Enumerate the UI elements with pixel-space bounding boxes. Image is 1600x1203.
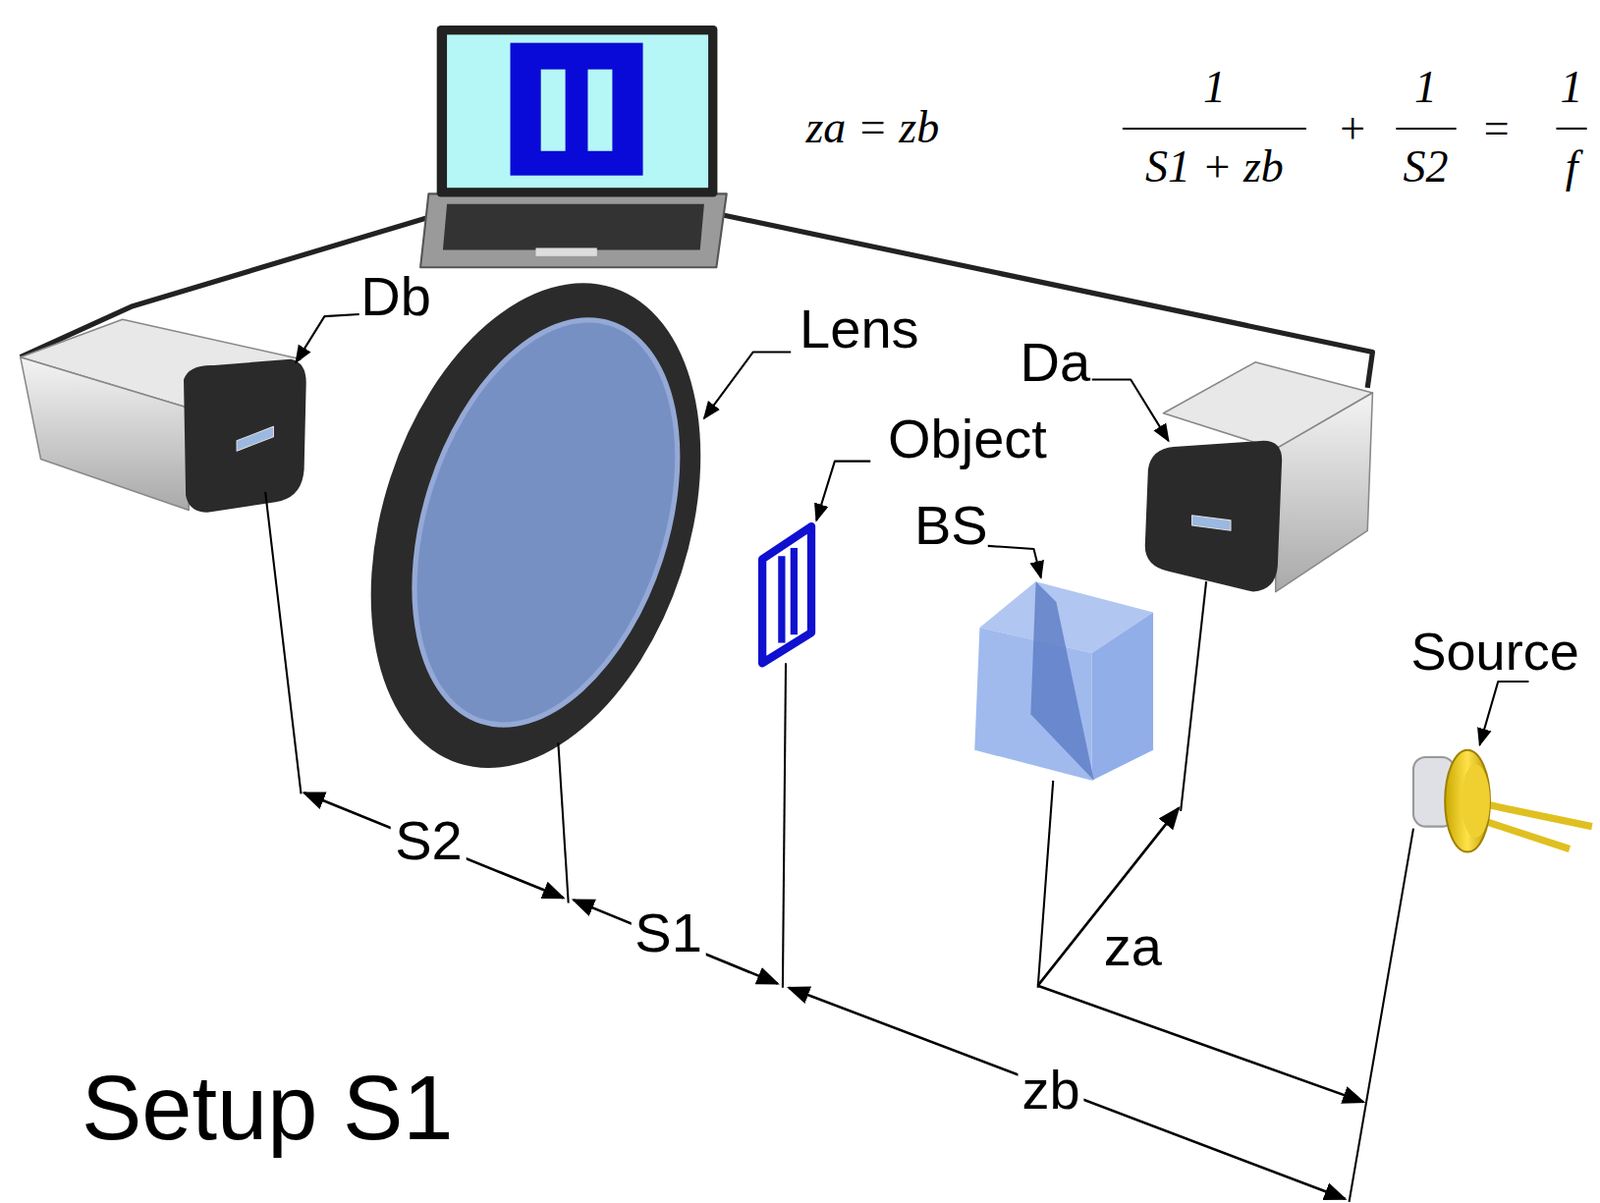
equation-text: 1 bbox=[1414, 64, 1437, 111]
equation-text: = bbox=[1481, 106, 1512, 152]
dimension-label: za bbox=[1103, 919, 1162, 975]
equation-text: S2 bbox=[1402, 144, 1448, 190]
equation-text: 1 bbox=[1203, 64, 1226, 111]
equation-text: S1 + zb bbox=[1145, 144, 1284, 190]
part-label: Lens bbox=[799, 301, 919, 357]
equation-text: + bbox=[1336, 106, 1368, 152]
equation-text: za = zb bbox=[805, 105, 939, 151]
dimension-label: zb bbox=[1018, 1062, 1085, 1118]
equation-text: 1 bbox=[1560, 64, 1584, 111]
part-label: BS bbox=[914, 497, 989, 553]
part-label: Db bbox=[360, 269, 432, 325]
setup-title: Setup S1 bbox=[81, 1062, 454, 1154]
equation-text: f bbox=[1565, 144, 1579, 190]
dimension-label: S2 bbox=[390, 813, 467, 869]
dimension-label: S1 bbox=[630, 905, 707, 961]
part-label: Source bbox=[1411, 624, 1580, 678]
part-label: Da bbox=[1020, 334, 1092, 390]
part-label: Object bbox=[887, 411, 1048, 467]
